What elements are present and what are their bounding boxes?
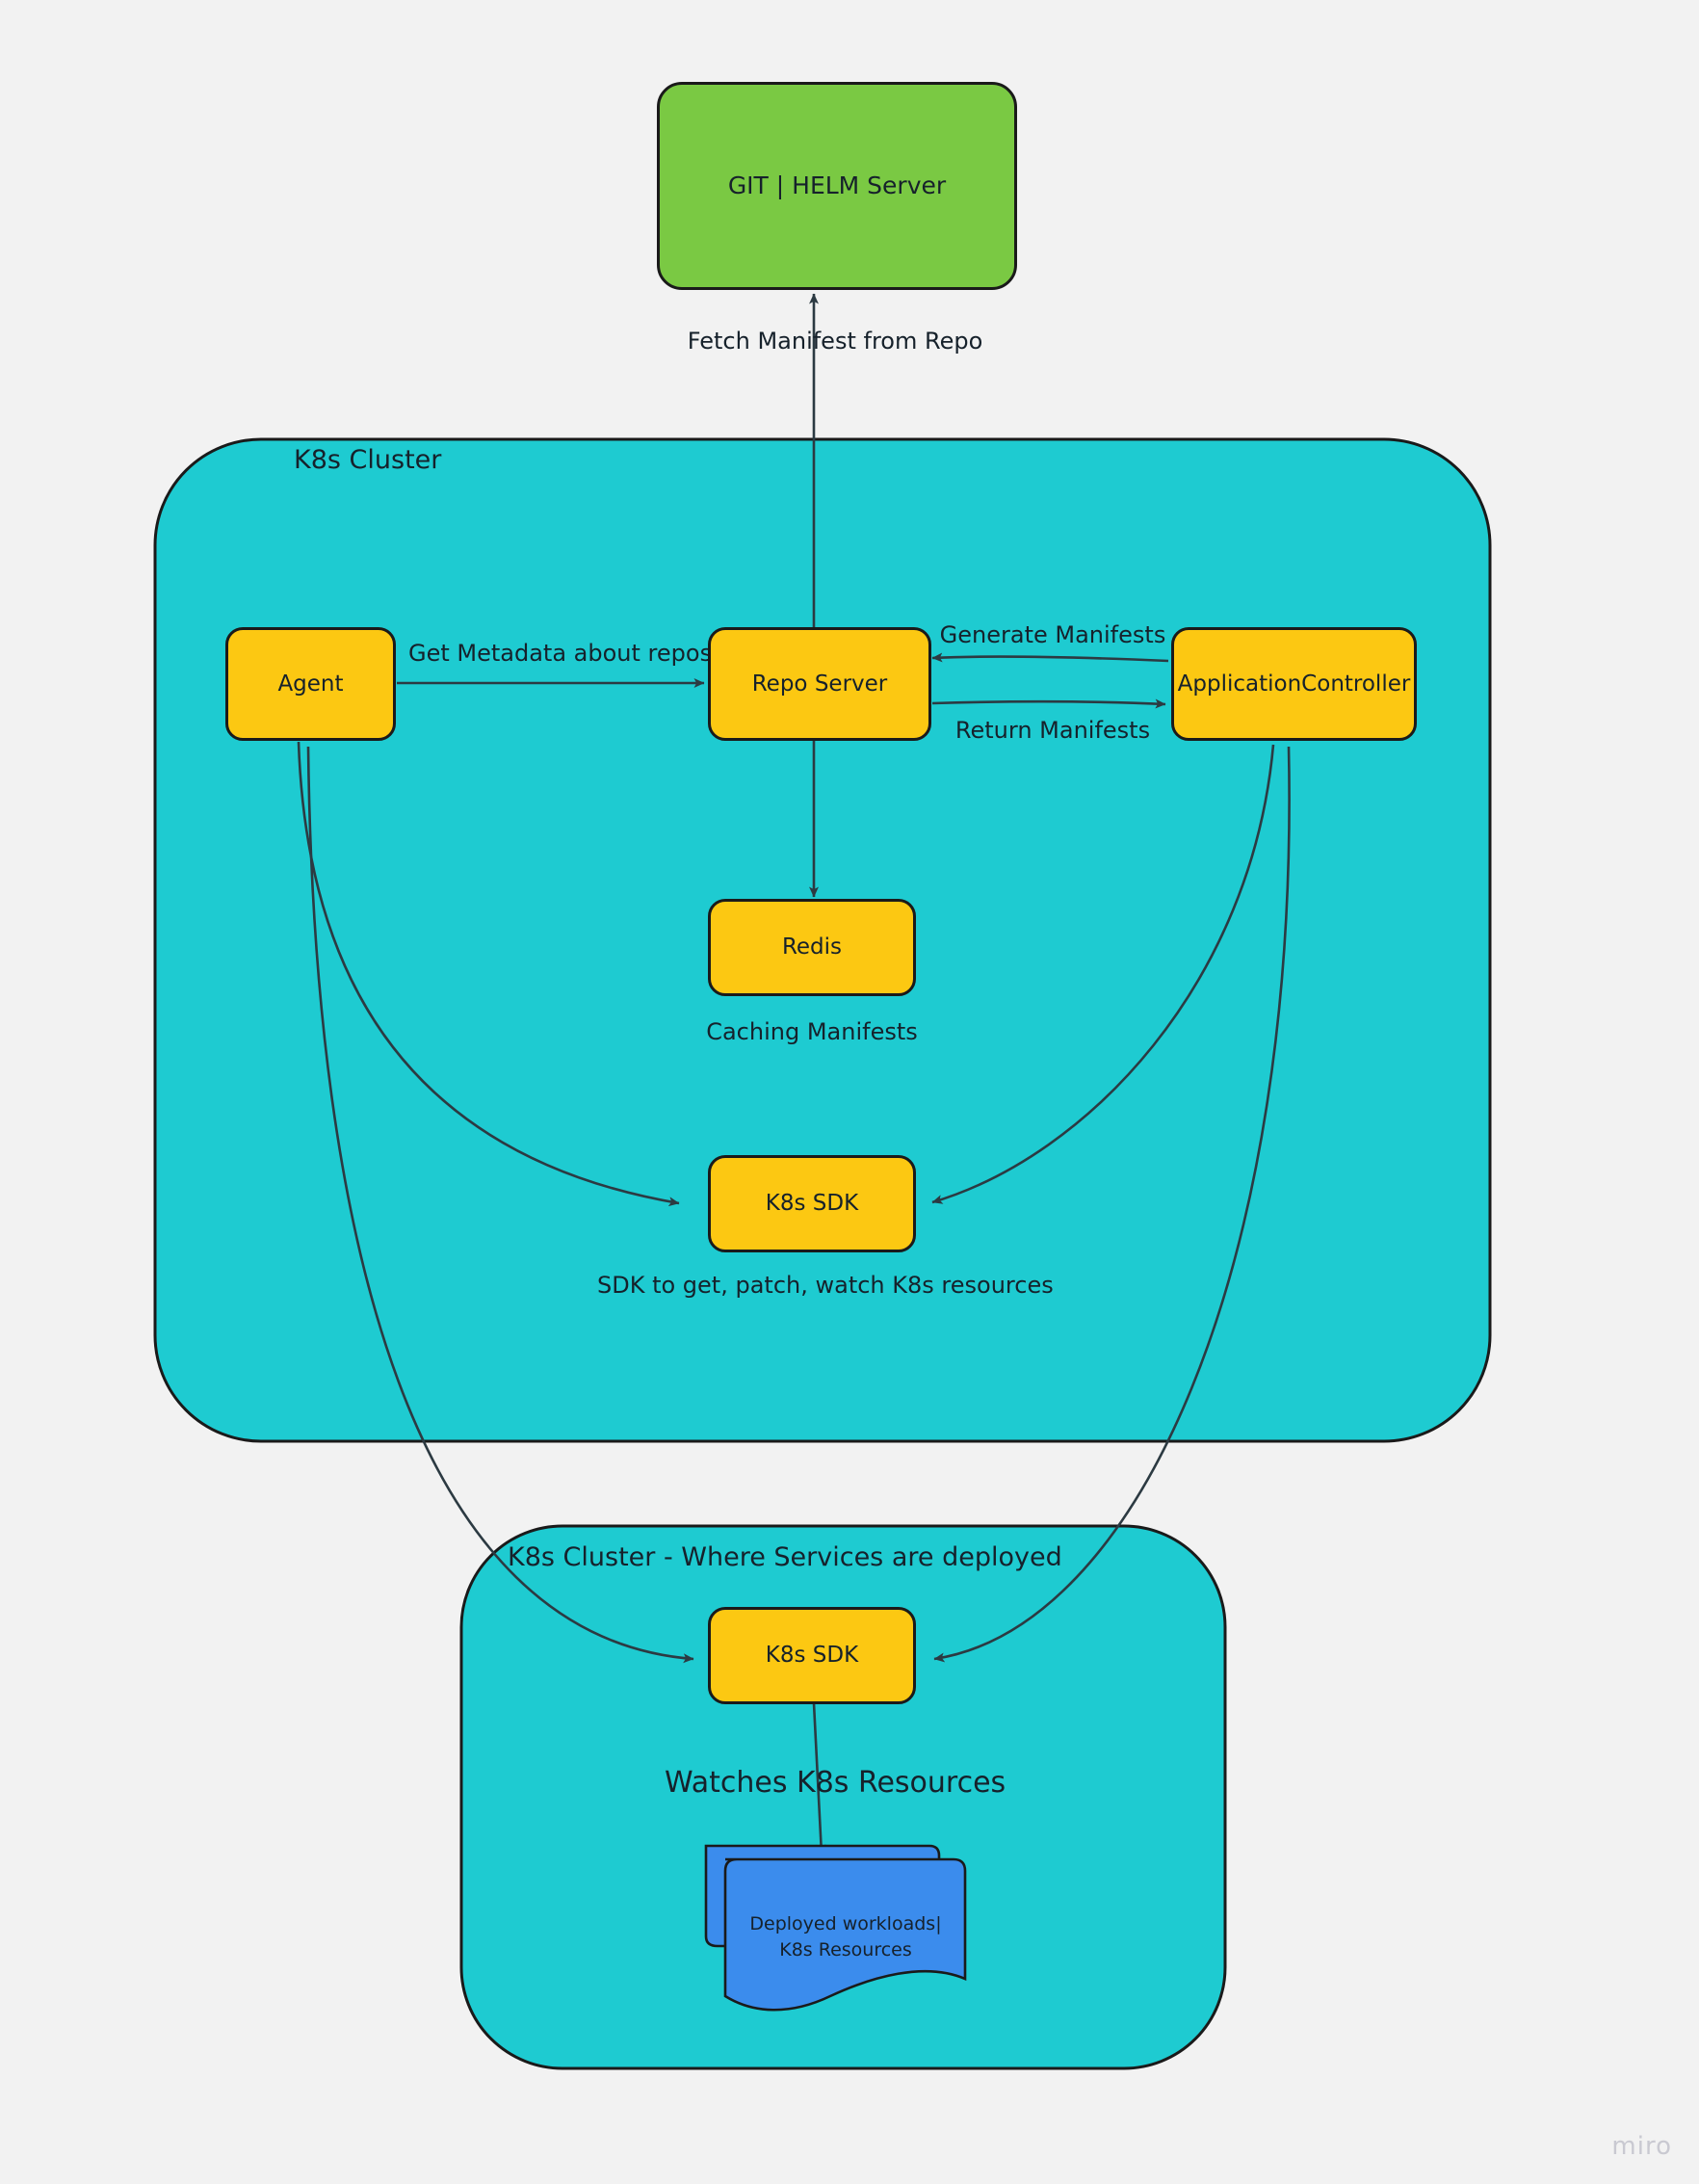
node-repo-server-label: Repo Server (751, 671, 888, 697)
node-k8s-sdk-lower-label: K8s SDK (765, 1643, 859, 1669)
edge-label-return-manifests: Return Manifests (954, 717, 1151, 744)
node-redis-label: Redis (781, 934, 843, 960)
edge-sdk-to-workloads (812, 1702, 826, 1855)
node-git-helm-server[interactable]: GIT | HELM Server (657, 82, 1017, 290)
miro-watermark: miro (1611, 2132, 1672, 2161)
node-deployed-workloads-label: Deployed workloads| K8s Resources (749, 1912, 942, 1961)
node-agent-label: Agent (277, 671, 344, 697)
cluster-lower-label: K8s Cluster - Where Services are deploye… (508, 1542, 1062, 1572)
edge-appcontroller-to-sdk-upper (931, 744, 1275, 1204)
node-agent[interactable]: Agent (225, 627, 396, 741)
node-k8s-sdk-lower[interactable]: K8s SDK (708, 1607, 916, 1704)
edge-appcontroller-to-sdk-lower (933, 746, 1291, 1663)
cluster-lower-shape (459, 1524, 1227, 2070)
cluster-upper-label: K8s Cluster (294, 445, 442, 475)
node-k8s-sdk-upper-label: K8s SDK (765, 1191, 859, 1217)
edge-label-get-metadata: Get Metadata about repos (408, 640, 713, 667)
node-repo-server[interactable]: Repo Server (708, 627, 931, 741)
node-deployed-workloads[interactable]: Deployed workloads| K8s Resources (735, 1884, 956, 1964)
node-git-helm-server-label: GIT | HELM Server (727, 171, 947, 200)
edge-repo-to-appcontroller (931, 698, 1166, 709)
edge-appcontroller-to-repo (931, 652, 1169, 663)
node-application-controller[interactable]: ApplicationController (1171, 627, 1417, 741)
node-application-controller-label: ApplicationController (1177, 671, 1411, 697)
caption-watches-k8s-resources: Watches K8s Resources (665, 1766, 1006, 1800)
workloads-front-sheet (723, 1857, 967, 2012)
edge-agent-to-sdk-upper (297, 741, 680, 1207)
edge-label-generate-manifests: Generate Manifests (939, 621, 1166, 648)
edge-agent-to-sdk-lower (306, 746, 694, 1664)
caption-sdk-description: SDK to get, patch, watch K8s resources (597, 1272, 1054, 1299)
caption-caching-manifests: Caching Manifests (706, 1018, 918, 1045)
node-redis[interactable]: Redis (708, 899, 916, 996)
node-k8s-sdk-upper[interactable]: K8s SDK (708, 1155, 916, 1252)
edge-label-fetch-manifest: Fetch Manifest from Repo (687, 328, 983, 355)
